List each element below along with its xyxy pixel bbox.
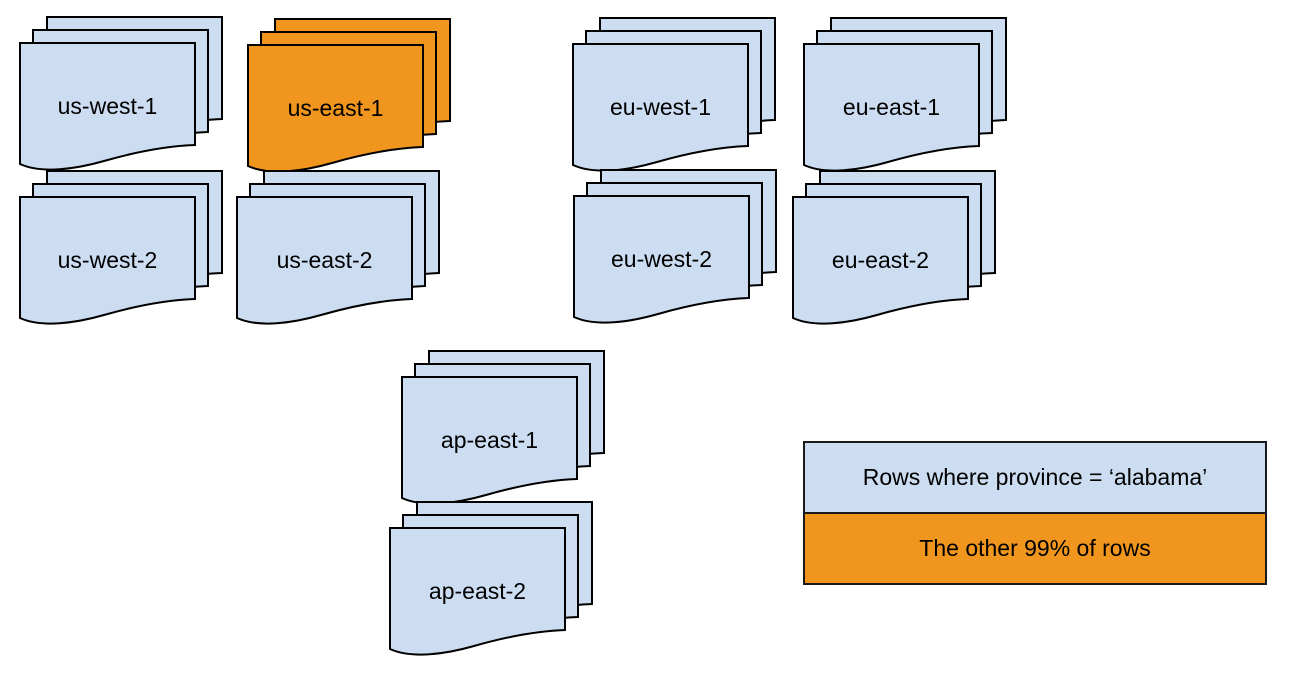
region-stack-eu-east-2: eu-east-2 xyxy=(792,170,996,325)
document-page xyxy=(19,42,196,171)
region-stack-eu-west-2: eu-west-2 xyxy=(573,169,777,324)
region-label: eu-west-2 xyxy=(611,246,712,272)
document-page xyxy=(19,196,196,325)
region-label: us-east-1 xyxy=(288,95,384,121)
region-label: eu-east-2 xyxy=(832,247,929,273)
region-stack-us-east-2: us-east-2 xyxy=(236,170,440,325)
region-stack-eu-west-1: eu-west-1 xyxy=(572,17,776,172)
region-label: eu-west-1 xyxy=(610,94,711,120)
legend-row-other-rows: The other 99% of rows xyxy=(805,514,1265,583)
document-page xyxy=(236,196,413,325)
region-stack-us-west-2: us-west-2 xyxy=(19,170,223,325)
document-page xyxy=(803,43,980,172)
legend-label-alabama: Rows where province = ‘alabama’ xyxy=(862,464,1208,490)
region-stack-ap-east-1: ap-east-1 xyxy=(401,350,605,505)
region-label: ap-east-1 xyxy=(441,427,538,453)
region-label: eu-east-1 xyxy=(843,94,940,120)
region-label: us-east-2 xyxy=(277,247,373,273)
document-page xyxy=(572,43,749,172)
legend-label-other-rows: The other 99% of rows xyxy=(919,535,1151,561)
region-stack-us-east-1: us-east-1 xyxy=(247,18,451,173)
partition-legend: Rows where province = ‘alabama’ The othe… xyxy=(803,441,1267,585)
region-label: us-west-2 xyxy=(58,247,158,273)
document-page xyxy=(792,196,969,325)
document-page xyxy=(573,195,750,324)
region-stack-eu-east-1: eu-east-1 xyxy=(803,17,1007,172)
legend-row-alabama: Rows where province = ‘alabama’ xyxy=(805,443,1265,514)
document-page xyxy=(389,527,566,656)
region-label: us-west-1 xyxy=(58,93,158,119)
region-stack-ap-east-2: ap-east-2 xyxy=(389,501,593,656)
region-stack-us-west-1: us-west-1 xyxy=(19,16,223,171)
region-label: ap-east-2 xyxy=(429,578,526,604)
